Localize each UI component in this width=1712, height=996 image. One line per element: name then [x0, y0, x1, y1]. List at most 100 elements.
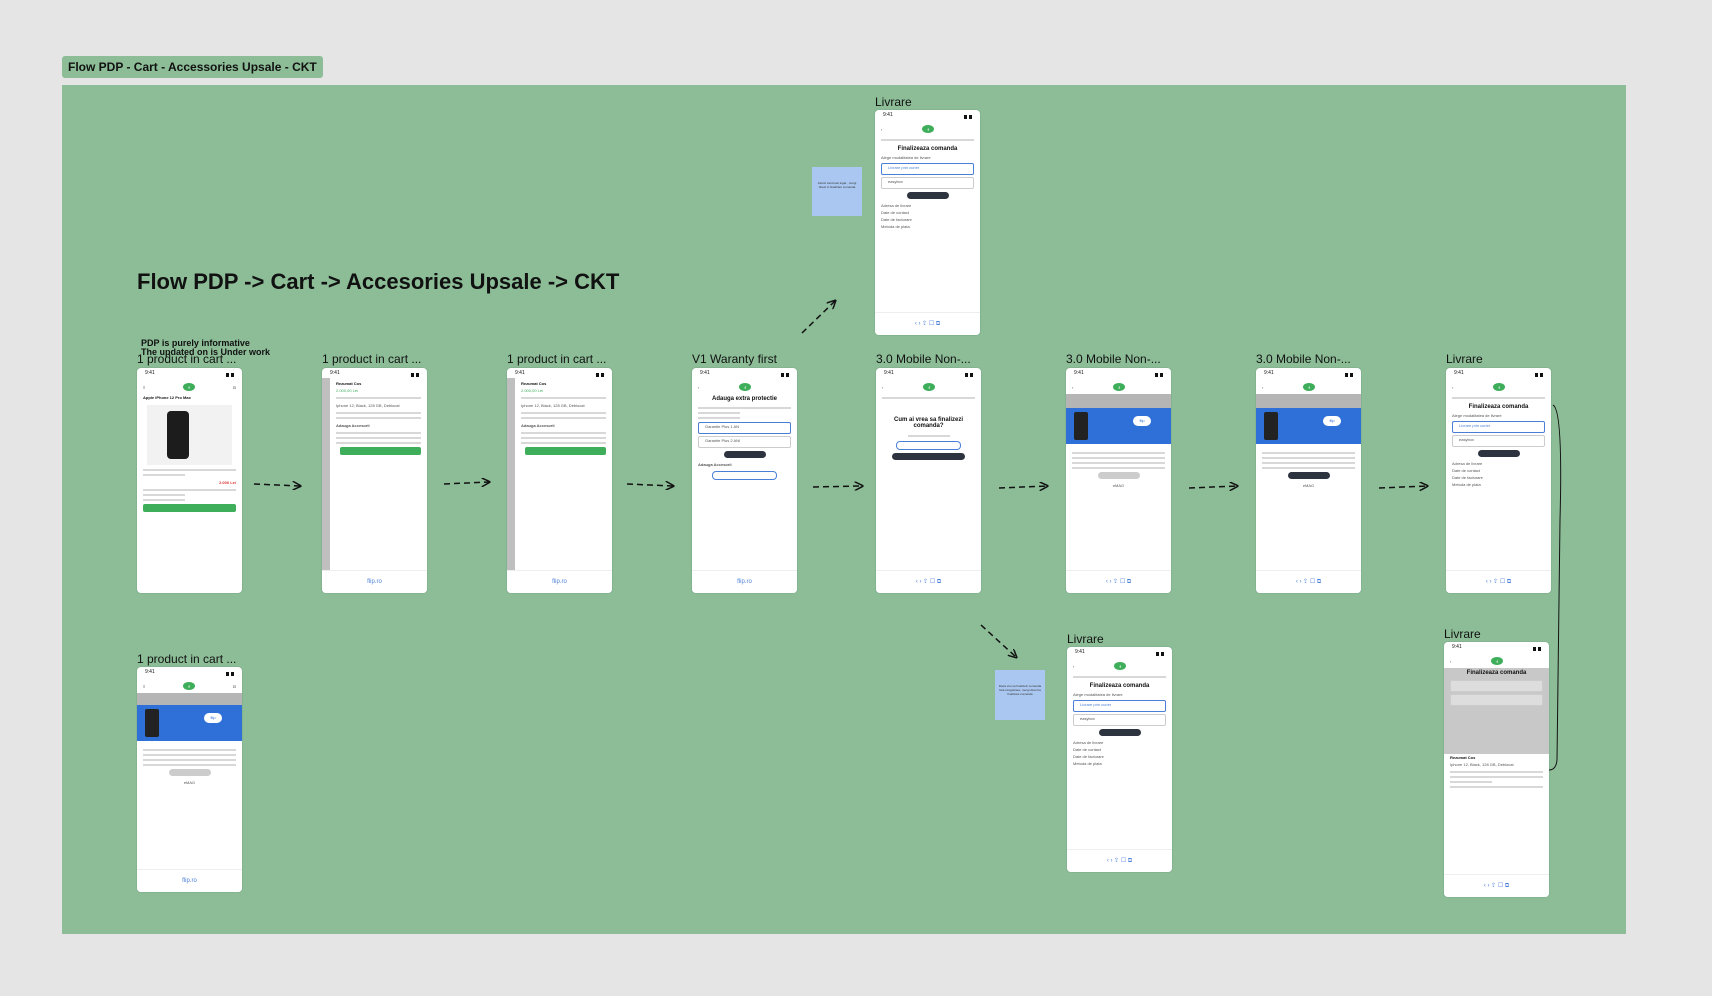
- back-icon[interactable]: ‹: [1072, 384, 1074, 390]
- frame-label-livrare-mid[interactable]: Livrare: [1067, 632, 1104, 646]
- login-button[interactable]: [896, 441, 961, 450]
- browser-bar[interactable]: ‹ › ⇪ ☐ ⧉: [1444, 874, 1549, 897]
- place-order-button[interactable]: [340, 447, 421, 455]
- browser-bar[interactable]: ‹ › ⇪ ☐ ⧉: [1066, 570, 1171, 593]
- easybox-option[interactable]: easybox: [881, 177, 974, 189]
- back-icon[interactable]: ‹: [882, 384, 884, 390]
- cart-icon[interactable]: ⊡: [232, 384, 236, 390]
- courier-option[interactable]: Livrare prin curier: [1073, 700, 1166, 712]
- phone-checkout-sheet[interactable]: 9:41 ‹f Finalizeaza comanda Rezumat Cos …: [1444, 642, 1549, 897]
- flip-logo: f: [182, 383, 195, 391]
- frame-label-livrare-1[interactable]: Livrare: [1446, 352, 1483, 366]
- browser-bar[interactable]: flip.ro: [692, 570, 797, 593]
- easybox-option[interactable]: easybox: [1073, 714, 1166, 726]
- frame-label-pdp[interactable]: 1 product in cart ...: [137, 352, 237, 366]
- browser-bar[interactable]: flip.ro: [137, 869, 242, 892]
- flip-logo: f: [1493, 383, 1506, 391]
- back-icon[interactable]: ‹: [1262, 384, 1264, 390]
- frame-label-cart-2[interactable]: 1 product in cart ...: [507, 352, 607, 366]
- cart-title: Rezumat Cos: [336, 381, 362, 386]
- continue-button[interactable]: [1098, 729, 1141, 736]
- guest-checkout-button[interactable]: [891, 453, 966, 460]
- cart-accessories: Adauga Accesorii: [336, 423, 370, 428]
- courier-label: Livrare prin curier: [888, 165, 920, 170]
- frame-label-pdp-2[interactable]: 1 product in cart ...: [137, 652, 237, 666]
- easybox-option[interactable]: easybox: [1452, 435, 1545, 447]
- frame-label-mobile-2[interactable]: 3.0 Mobile Non-...: [1066, 352, 1161, 366]
- nav-icons[interactable]: ‹ › ⇪ ☐ ⧉: [1105, 579, 1132, 585]
- flip-logo: f: [1303, 383, 1316, 391]
- nav-icons[interactable]: ‹ › ⇪ ☐ ⧉: [1485, 579, 1512, 585]
- status-time: 9:41: [1264, 370, 1274, 376]
- warranty-title: Adauga extra protectie: [711, 396, 778, 402]
- phone-pdp[interactable]: 9:41 ≡f⊡ Apple iPhone 12 Pro Max 2.000 L…: [137, 368, 242, 593]
- easybox-label: easybox: [1080, 716, 1095, 721]
- frame-label-cart-1[interactable]: 1 product in cart ...: [322, 352, 422, 366]
- courier-option[interactable]: Livrare prin curier: [881, 163, 974, 175]
- back-icon[interactable]: ‹: [881, 126, 883, 132]
- continue-button-disabled[interactable]: [1097, 472, 1140, 479]
- status-time: 9:41: [330, 370, 340, 376]
- flip-logo: f: [182, 682, 195, 690]
- browser-bar[interactable]: flip.ro: [322, 570, 427, 593]
- nav-icons[interactable]: ‹ › ⇪ ☐ ⧉: [1483, 883, 1510, 889]
- frame-label-mobile-1[interactable]: 3.0 Mobile Non-...: [876, 352, 971, 366]
- browser-bar[interactable]: ‹ › ⇪ ☐ ⧉: [1256, 570, 1361, 593]
- dimmed-checkout: Finalizeaza comanda: [1444, 668, 1549, 754]
- sticky-note-guest[interactable]: Daca vrei sa finalizezi comanda fara inr…: [995, 670, 1045, 720]
- promo-banner: flip: [137, 705, 242, 741]
- nav-icons[interactable]: ‹ › ⇪ ☐ ⧉: [1106, 858, 1133, 864]
- url-text: flip.ro: [367, 579, 382, 585]
- phone-checkout-top[interactable]: 9:41 ‹f Finalizeaza comanda Alege modali…: [875, 110, 980, 335]
- back-icon[interactable]: ‹: [698, 384, 700, 390]
- phone-warranty[interactable]: 9:41 ‹f Adauga extra protectie Garantie …: [692, 368, 797, 593]
- courier-option[interactable]: Livrare prin curier: [1452, 421, 1545, 433]
- flip-logo: f: [1113, 383, 1126, 391]
- phone-login-form-2[interactable]: 9:41 ‹f flip eMAG ‹ › ⇪ ☐ ⧉: [1256, 368, 1361, 593]
- phone-cart-1[interactable]: 9:41 Rezumat Cos 2.000,00 Lei Iphone 12,…: [322, 368, 427, 593]
- phone-pdp-login[interactable]: 9:41 ≡f⊡ flip eMAG flip.ro: [137, 667, 242, 892]
- brand-text: eMAG: [183, 780, 196, 785]
- warranty-option-2[interactable]: Garantie Plus 2 ANI: [698, 436, 791, 448]
- warranty-accessories: Adauga Accesorii: [698, 462, 732, 467]
- back-icon[interactable]: ‹: [1452, 384, 1454, 390]
- nav-icons[interactable]: ‹ › ⇪ ☐ ⧉: [915, 579, 942, 585]
- cart-total: 2.000,00 Lei: [336, 388, 359, 393]
- back-icon[interactable]: ‹: [1450, 658, 1452, 664]
- phone-checkout-mid[interactable]: 9:41 ‹f Finalizeaza comanda Alege modali…: [1067, 647, 1172, 872]
- warranty-option-1[interactable]: Garantie Plus 1 AN: [698, 422, 791, 434]
- browser-bar[interactable]: flip.ro: [507, 570, 612, 593]
- browser-bar[interactable]: ‹ › ⇪ ☐ ⧉: [1067, 849, 1172, 872]
- browser-bar[interactable]: ‹ › ⇪ ☐ ⧉: [1446, 570, 1551, 593]
- browser-bar[interactable]: ‹ › ⇪ ☐ ⧉: [876, 570, 981, 593]
- sticky-note-logged-in[interactable]: Atunci cand esti logat , mergi direct in…: [812, 167, 862, 216]
- status-time: 9:41: [700, 370, 710, 376]
- phone-checkout-1[interactable]: 9:41 ‹f Finalizeaza comanda Alege modali…: [1446, 368, 1551, 593]
- phone-cart-2[interactable]: 9:41 Rezumat Cos 2.000,00 Lei Iphone 12,…: [507, 368, 612, 593]
- place-order-button[interactable]: [525, 447, 606, 455]
- frame-label-mobile-3[interactable]: 3.0 Mobile Non-...: [1256, 352, 1351, 366]
- continue-button[interactable]: [1287, 472, 1330, 479]
- connector-line: [1548, 404, 1562, 771]
- cart-icon[interactable]: ⊡: [232, 683, 236, 689]
- menu-icon[interactable]: ≡: [143, 384, 146, 390]
- arrow-login-to-form: [998, 486, 1047, 488]
- browser-bar[interactable]: ‹ › ⇪ ☐ ⧉: [875, 312, 980, 335]
- phone-login-choice[interactable]: 9:41 ‹f Cum ai vrea sa finalizezi comand…: [876, 368, 981, 593]
- add-to-cart-button[interactable]: [143, 504, 236, 512]
- login-question: Cum ai vrea sa finalizezi comanda?: [893, 417, 964, 429]
- nav-icons[interactable]: ‹ › ⇪ ☐ ⧉: [1295, 579, 1322, 585]
- phone-login-form-1[interactable]: 9:41 ‹f flip eMAG ‹ › ⇪ ☐ ⧉: [1066, 368, 1171, 593]
- frame-label-livrare-right[interactable]: Livrare: [1444, 627, 1481, 641]
- menu-icon[interactable]: ≡: [143, 683, 146, 689]
- continue-button[interactable]: [723, 451, 766, 458]
- secondary-button[interactable]: [712, 471, 777, 480]
- back-icon[interactable]: ‹: [1073, 663, 1075, 669]
- continue-button-disabled[interactable]: [168, 769, 211, 776]
- brand-text: eMAG: [1302, 483, 1315, 488]
- frame-label-livrare-top[interactable]: Livrare: [875, 95, 912, 109]
- continue-button[interactable]: [906, 192, 949, 199]
- nav-icons[interactable]: ‹ › ⇪ ☐ ⧉: [914, 321, 941, 327]
- frame-label-warranty[interactable]: V1 Waranty first: [692, 352, 777, 366]
- continue-button[interactable]: [1477, 450, 1520, 457]
